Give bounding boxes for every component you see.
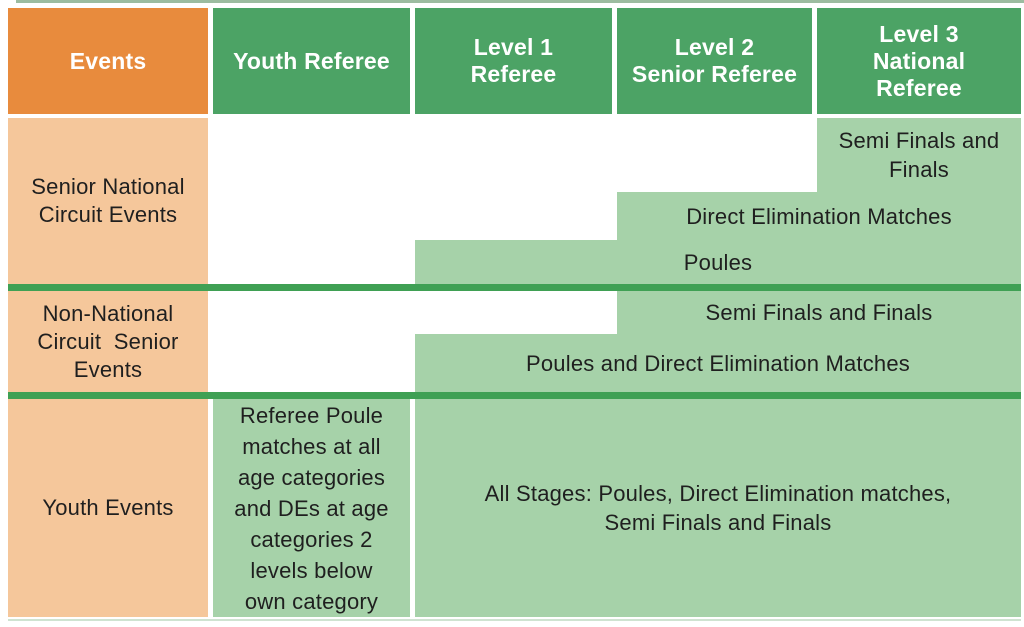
header-events-label: Events bbox=[69, 47, 147, 74]
cell-senior-national-direct-elimination: Direct Elimination Matches bbox=[617, 192, 1021, 240]
header-level-1-label: Level 1 Referee bbox=[470, 34, 557, 87]
cell-senior-national-poules: Poules bbox=[415, 240, 1021, 284]
senior-national-semi-finals-label: Semi Finals and Finals bbox=[838, 128, 1000, 182]
senior-national-direct-elimination-label: Direct Elimination Matches bbox=[686, 203, 952, 229]
youth-events-label: Youth Events bbox=[42, 495, 174, 520]
header-level-3-label: Level 3 National Referee bbox=[872, 20, 966, 101]
youth-all-stages-label: All Stages: Poules, Direct Elimination m… bbox=[484, 481, 952, 535]
non-national-semi-finals-label: Semi Finals and Finals bbox=[705, 300, 933, 325]
row-label-non-national-circuit-senior-events: Non-National Circuit Senior Events bbox=[8, 291, 208, 392]
top-border-line bbox=[16, 0, 1024, 3]
row-label-senior-national-circuit-events: Senior National Circuit Events bbox=[8, 118, 208, 284]
header-cell-level-1-referee: Level 1 Referee bbox=[415, 8, 612, 114]
row-label-youth-events: Youth Events bbox=[8, 399, 208, 617]
row-separator bbox=[8, 284, 1021, 291]
header-youth-referee-label: Youth Referee bbox=[233, 47, 390, 74]
header-cell-youth-referee: Youth Referee bbox=[213, 8, 410, 114]
header-level-2-label: Level 2 Senior Referee bbox=[631, 34, 798, 87]
header-cell-level-3-national-referee: Level 3 National Referee bbox=[817, 8, 1021, 114]
cell-youth-all-stages: All Stages: Poules, Direct Elimination m… bbox=[415, 399, 1021, 617]
bottom-border-line bbox=[8, 619, 1021, 621]
senior-national-label: Senior National Circuit Events bbox=[31, 174, 185, 227]
cell-non-national-poules-direct-elimination: Poules and Direct Elimination Matches bbox=[415, 334, 1021, 392]
non-national-label: Non-National Circuit Senior Events bbox=[37, 300, 179, 382]
header-cell-events: Events bbox=[8, 8, 208, 114]
senior-national-poules-label: Poules bbox=[683, 249, 753, 275]
cell-non-national-semi-finals: Semi Finals and Finals bbox=[617, 291, 1021, 334]
youth-referee-duties-label: Referee Poule matches at all age categor… bbox=[234, 402, 389, 614]
row-separator bbox=[8, 392, 1021, 399]
header-cell-level-2-senior-referee: Level 2 Senior Referee bbox=[617, 8, 812, 114]
cell-youth-referee-duties: Referee Poule matches at all age categor… bbox=[213, 399, 410, 617]
non-national-poules-de-label: Poules and Direct Elimination Matches bbox=[525, 350, 911, 376]
cell-senior-national-semi-finals: Semi Finals and Finals bbox=[817, 118, 1021, 192]
